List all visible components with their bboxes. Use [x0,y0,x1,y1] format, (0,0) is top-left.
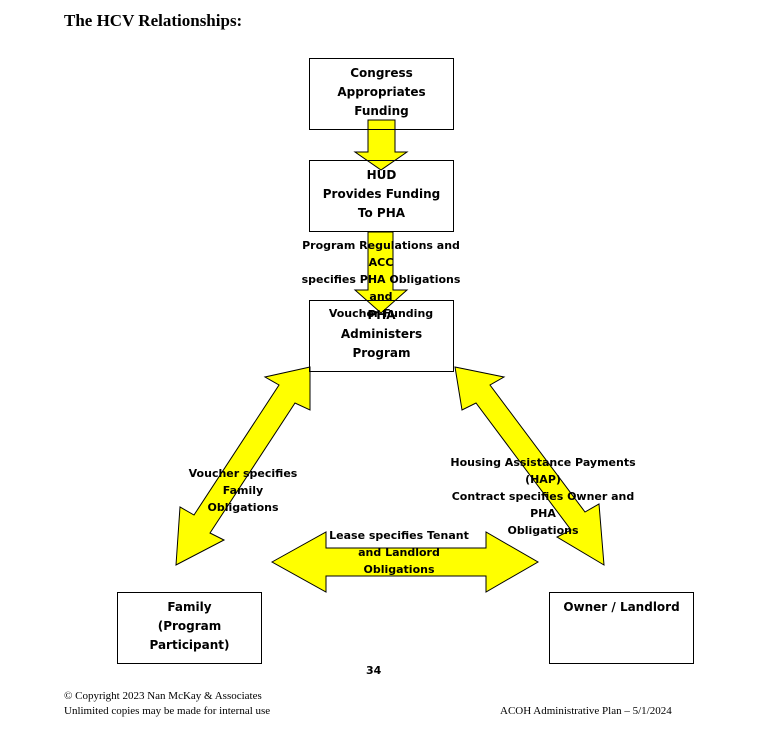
congress-box: Congress Appropriates Funding [309,58,454,130]
arrow-hud-to-pha [353,231,409,314]
footer-copyright: © Copyright 2023 Nan McKay & Associates … [64,690,271,717]
arrow-pha-family [175,366,311,566]
family-box: Family (Program Participant) [117,592,262,664]
footer-plan: ACOH Administrative Plan – 5/1/2024 [500,705,672,717]
owner-box: Owner / Landlord [549,592,694,664]
voucher-label: Voucher specifies Family Obligations [188,467,298,514]
hap-label: Housing Assistance Payments (HAP) Contra… [450,456,636,537]
arrow-family-owner [270,531,540,593]
acc-label: Program Regulations and ACC specifies PH… [301,239,461,320]
hud-box: HUD Provides Funding To PHA [309,160,454,232]
page-number: 34 [366,664,382,677]
page-title: The HCV Relationships: [64,11,243,30]
pha-box: PHA Administers Program [309,300,454,372]
arrow-pha-owner [454,366,605,566]
lease-label: Lease specifies Tenant and Landlord Obli… [329,529,469,576]
arrow-congress-to-hud [353,119,409,171]
